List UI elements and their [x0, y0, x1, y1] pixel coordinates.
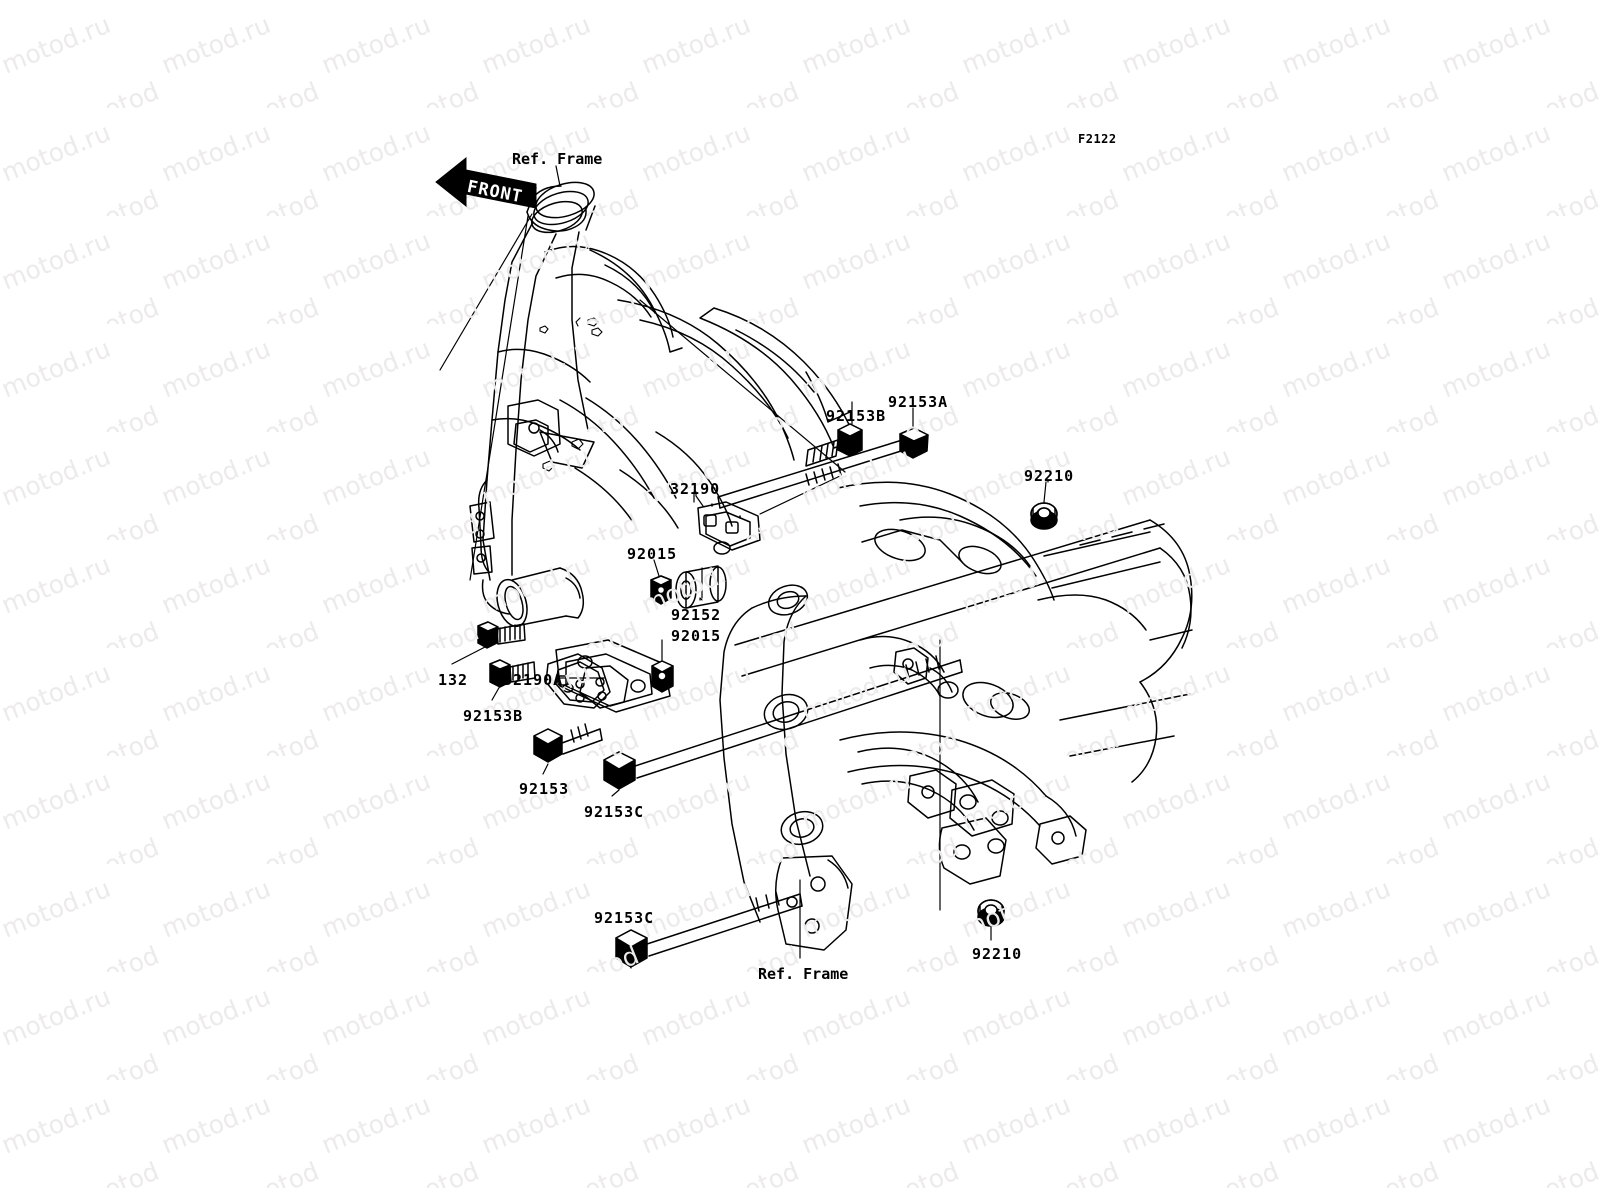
swingarm-left-arm — [719, 584, 853, 951]
part-92015-nut-lower — [651, 660, 674, 693]
frame-downtube — [491, 348, 733, 529]
label-92015-lower: 92015 — [671, 627, 722, 645]
label-92153c-lower: 92153C — [594, 909, 655, 927]
label-ref-frame-bottom: Ref. Frame — [758, 965, 849, 983]
label-92015-upper: 92015 — [627, 545, 678, 563]
rear-lower-tube — [839, 681, 1087, 865]
part-92210-nut-upper — [1030, 502, 1058, 530]
label-92153a: 92153A — [888, 393, 949, 411]
label-ref-frame-top: Ref. Frame — [512, 150, 603, 168]
leader-lines — [439, 165, 1049, 969]
label-92152: 92152 — [671, 606, 722, 624]
mid-frame-plates — [857, 635, 1015, 885]
part-92152-collar — [675, 565, 727, 609]
rear-frame-assembly — [734, 481, 1193, 783]
label-92153b-lower: 92153B — [463, 707, 524, 725]
pivot-boss-left — [496, 567, 585, 628]
label-92210-lower: 92210 — [972, 945, 1023, 963]
label-32190: 32190 — [670, 480, 721, 498]
label-132: 132 — [438, 671, 469, 689]
label-92210-upper: 92210 — [1024, 467, 1075, 485]
part-32190-bracket — [697, 501, 761, 555]
part-92015-nut-upper — [650, 575, 672, 605]
left-mount-bracket — [507, 399, 561, 457]
part-92153-bolt — [533, 723, 603, 763]
label-92153b-upper: 92153B — [826, 407, 887, 425]
part-92153a-long-bolt — [717, 427, 929, 509]
label-32190a: 32190A — [503, 671, 564, 689]
part-92153c-long-bolt-lower — [615, 891, 803, 968]
frame-detail-marks — [539, 317, 603, 472]
label-diagram-code: F2122 — [1078, 132, 1117, 146]
part-92210-nut-lower — [977, 899, 1005, 927]
label-92153c-upper: 92153C — [584, 803, 645, 821]
label-92153: 92153 — [519, 780, 570, 798]
part-92153b-bolt-upper — [805, 423, 863, 467]
